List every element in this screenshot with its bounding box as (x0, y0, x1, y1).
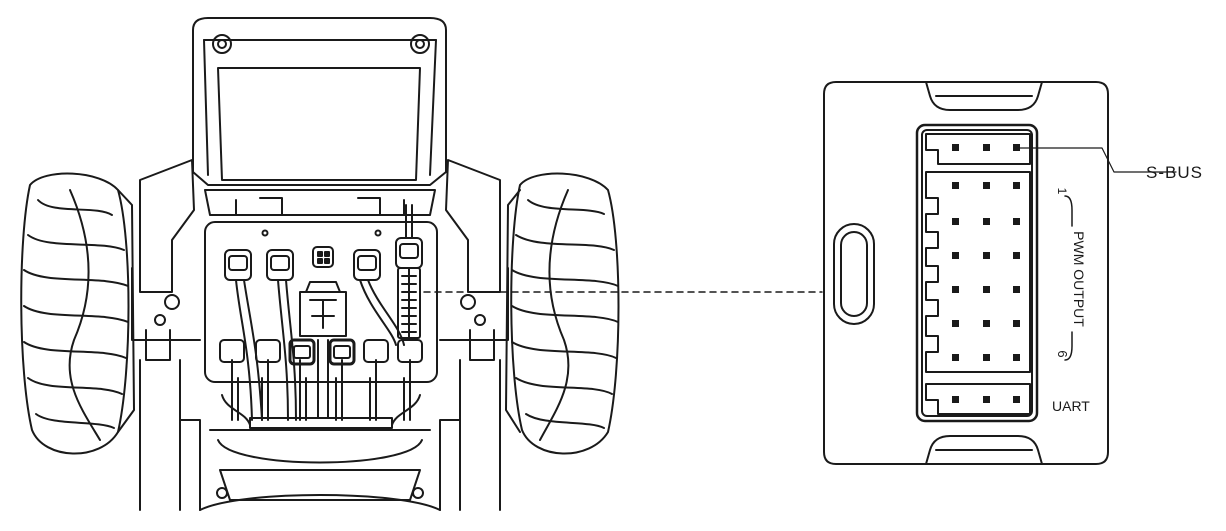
right-wheel (505, 172, 620, 455)
pwm-bracket-top (1064, 195, 1073, 227)
open-lid (192, 17, 447, 216)
label-pwm-first: 1 (1055, 188, 1069, 195)
plugs (219, 237, 423, 366)
robot-illustration (20, 17, 620, 511)
chassis-frame (131, 159, 509, 511)
cables (221, 204, 421, 429)
connector-pins (952, 144, 1020, 403)
left-wheel (20, 172, 135, 455)
label-pwm-output: PWM OUTPUT (1071, 231, 1087, 327)
robot-connector-header (397, 267, 421, 339)
label-pwm-last: 6 (1055, 350, 1070, 357)
label-sbus: S-BUS (1146, 163, 1203, 182)
board-plate (204, 221, 438, 383)
connector-detail-panel (823, 81, 1109, 465)
sbus-leader-line (1019, 147, 1177, 173)
pwm-bracket-bottom (1064, 331, 1073, 361)
label-uart: UART (1052, 398, 1090, 414)
